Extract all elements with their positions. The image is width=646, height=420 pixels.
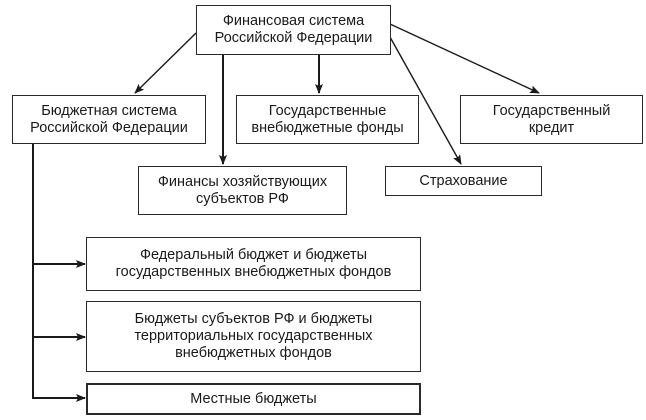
node-budget-system: Бюджетная система Российской Федерации [12,95,206,144]
node-label: Страхование [419,172,508,189]
node-label: Государственный кредит [492,102,611,136]
node-regional-budgets: Бюджеты субъектов РФ и бюджеты территори… [86,301,421,372]
edge-root-to-budget-system [134,32,197,94]
node-label: Федеральный бюджет и бюджеты государстве… [115,247,392,280]
node-label: Местные бюджеты [190,390,317,407]
node-state-credit: Государственный кредит [460,95,643,144]
node-state-extra-budget-funds: Государственные внебюджетные фонды [236,95,419,144]
node-business-finance: Финансы хозяйствующих субъектов РФ [138,166,347,215]
edge-root-to-state-credit [389,23,540,94]
node-label: Государственные внебюджетные фонды [251,102,404,136]
node-label: Бюджеты субъектов РФ и бюджеты территори… [134,311,373,361]
node-label: Финансы хозяйствующих субъектов РФ [157,173,328,207]
node-local-budgets: Местные бюджеты [86,383,421,415]
edge-root-to-insurance [389,36,462,165]
node-federal-budget: Федеральный бюджет и бюджеты государстве… [86,237,421,291]
node-insurance: Страхование [385,166,542,196]
node-label: Бюджетная система Российской Федерации [30,102,188,136]
node-label: Финансовая система Российской Федерации [214,13,373,46]
node-financial-system: Финансовая система Российской Федерации [196,5,391,55]
